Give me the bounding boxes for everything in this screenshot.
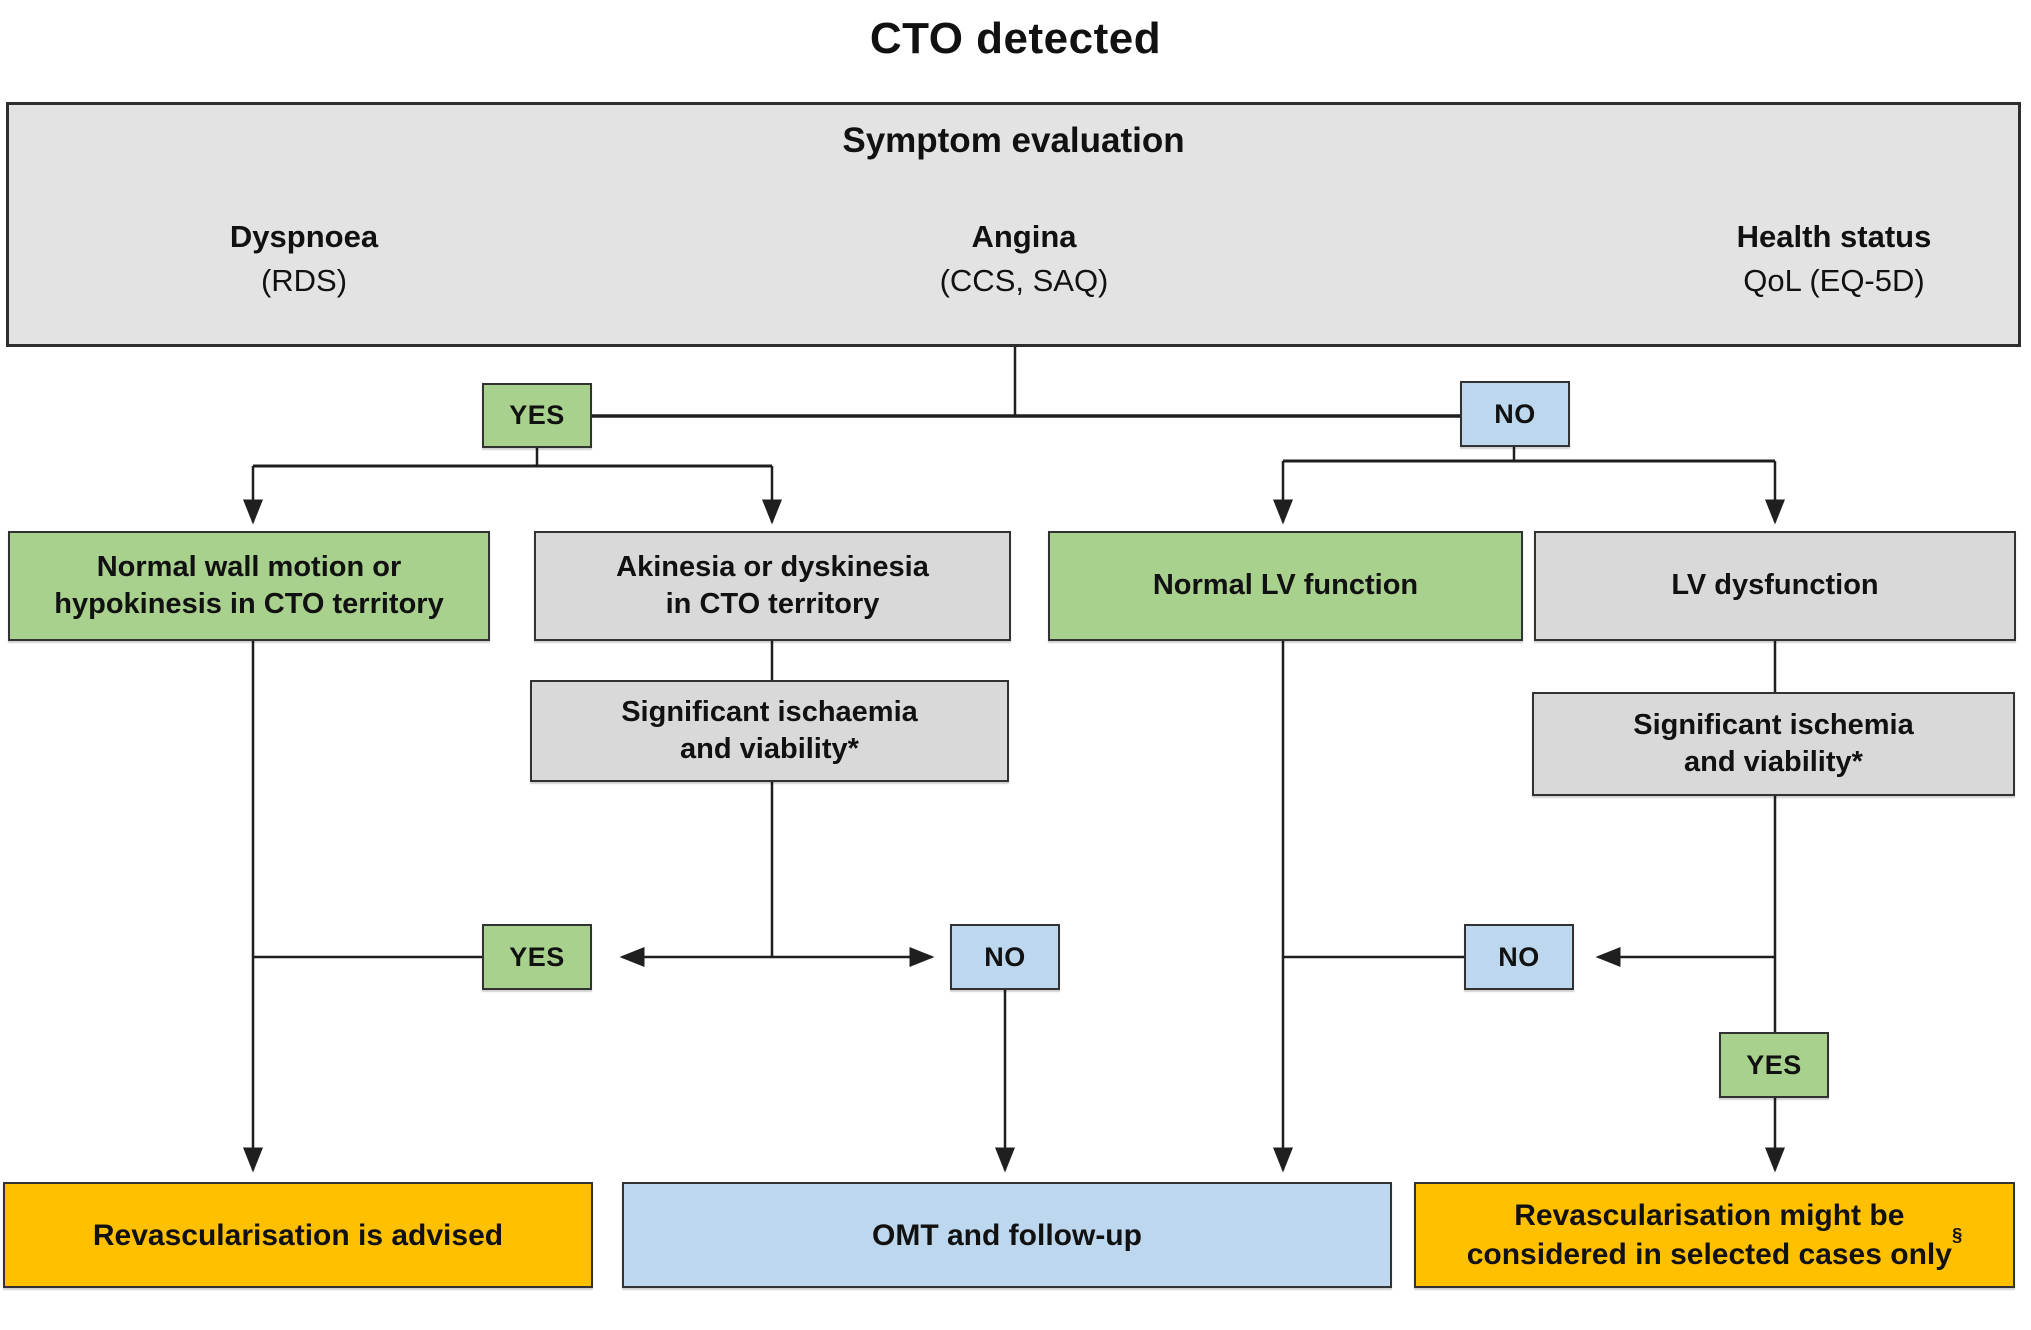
outcome-revascularisation-advised: Revascularisation is advised bbox=[3, 1182, 593, 1288]
decision-symptoms-no: NO bbox=[1460, 381, 1570, 447]
column-measure: (CCS, SAQ) bbox=[939, 263, 1109, 298]
node-lv-dysfunction: LV dysfunction bbox=[1534, 531, 2016, 641]
decision-ischaemia-no: NO bbox=[950, 924, 1060, 990]
column-measure: QoL (EQ-5D) bbox=[1743, 263, 1925, 298]
symptom-panel-heading: Symptom evaluation bbox=[842, 121, 1185, 160]
decision-ischaemia-yes: YES bbox=[482, 924, 592, 990]
symptom-column-angina: Angina (CCS, SAQ) bbox=[814, 215, 1234, 303]
section-mark: § bbox=[1951, 1223, 1963, 1245]
page-title: CTO detected bbox=[869, 14, 1162, 63]
outcome-revascularisation-selected-text: Revascularisation might be considered in… bbox=[1466, 1199, 1952, 1271]
decision-ischemia-no: NO bbox=[1464, 924, 1574, 990]
node-normal-wall-motion: Normal wall motion or hypokinesis in CTO… bbox=[8, 531, 490, 641]
node-normal-lv-function: Normal LV function bbox=[1048, 531, 1523, 641]
symptom-column-dyspnoea: Dyspnoea (RDS) bbox=[94, 215, 514, 303]
column-name: Dyspnoea bbox=[229, 219, 379, 254]
decision-symptoms-yes: YES bbox=[482, 383, 592, 448]
outcome-revascularisation-selected: Revascularisation might be considered in… bbox=[1414, 1182, 2015, 1288]
outcome-omt-follow-up: OMT and follow-up bbox=[622, 1182, 1392, 1288]
column-measure: (RDS) bbox=[260, 263, 348, 298]
node-significant-ischaemia-left: Significant ischaemia and viability* bbox=[530, 680, 1009, 782]
symptom-evaluation-panel: Symptom evaluation Dyspnoea (RDS) Angina… bbox=[6, 102, 2021, 347]
symptom-column-health-status: Health status QoL (EQ-5D) bbox=[1624, 215, 2031, 303]
decision-ischemia-yes: YES bbox=[1719, 1032, 1829, 1098]
column-name: Angina bbox=[971, 219, 1077, 254]
node-significant-ischemia-right: Significant ischemia and viability* bbox=[1532, 692, 2015, 796]
column-name: Health status bbox=[1736, 219, 1932, 254]
node-akinesia-dyskinesia: Akinesia or dyskinesia in CTO territory bbox=[534, 531, 1011, 641]
